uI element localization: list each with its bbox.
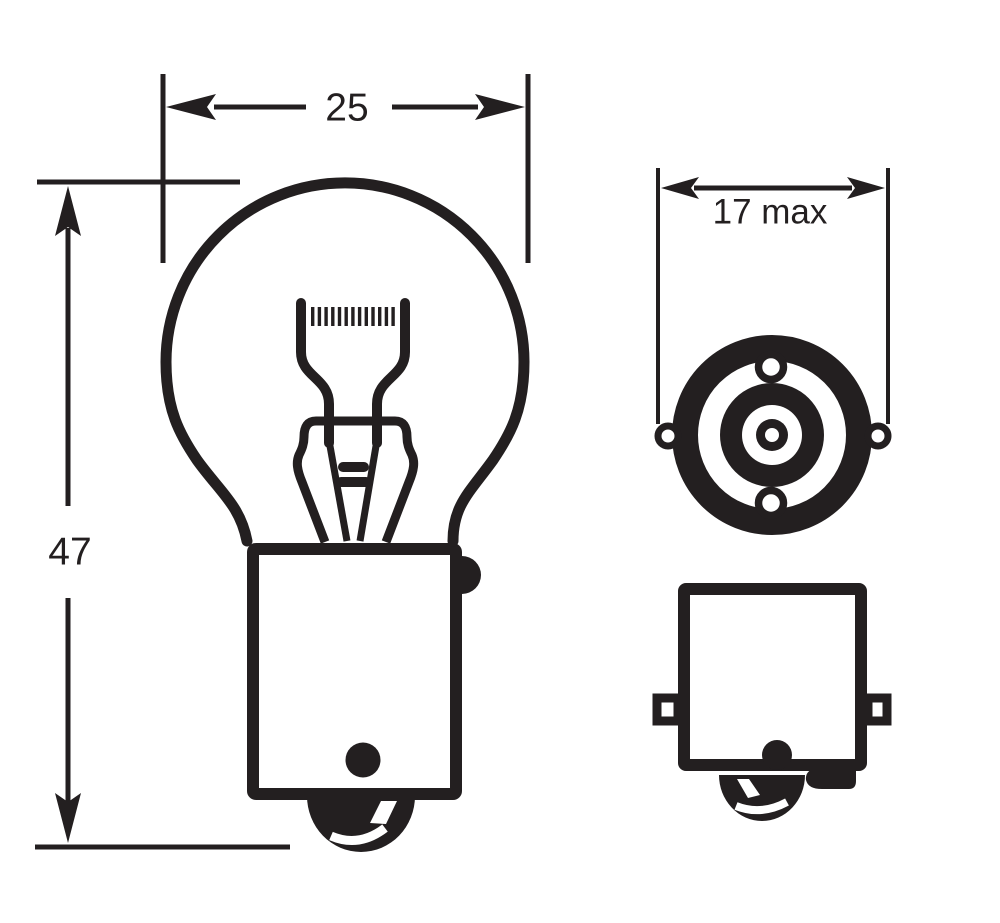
base-side-view bbox=[652, 583, 892, 821]
solder-highlight-band bbox=[329, 824, 388, 845]
contact-center-hole bbox=[765, 428, 779, 442]
arrowhead-right-icon bbox=[475, 94, 525, 120]
lead-wire-left bbox=[296, 298, 334, 448]
dimension-bulb-height: 47 bbox=[35, 179, 290, 850]
cap-flange-ring bbox=[672, 335, 872, 535]
metal-cap-body bbox=[678, 583, 867, 771]
locator-circle-bottom bbox=[754, 486, 788, 520]
base-diameter-label: 17 max bbox=[713, 193, 828, 232]
bulb-side-view bbox=[160, 177, 530, 852]
solder-contact-dome bbox=[719, 775, 805, 821]
glass-pinch-seal bbox=[292, 416, 419, 544]
dimension-bulb-width: 25 bbox=[160, 74, 531, 263]
bayonet-pin-left bbox=[654, 422, 682, 450]
bayonet-pin-bump bbox=[462, 556, 481, 594]
cap-index-dot bbox=[762, 740, 792, 770]
glass-envelope-outline bbox=[160, 177, 530, 547]
arrowhead-left-icon bbox=[661, 177, 699, 199]
dimension-base-diameter: 17 max bbox=[656, 168, 890, 424]
bulb-width-label: 25 bbox=[325, 87, 368, 130]
lead-wire-right bbox=[372, 298, 410, 448]
arrowhead-right-icon bbox=[847, 177, 885, 199]
arrowhead-down-icon bbox=[55, 793, 81, 843]
inner-wire-left bbox=[326, 445, 351, 542]
bulb-height-label: 47 bbox=[48, 531, 91, 574]
solder-highlight-band bbox=[734, 798, 789, 815]
arrowhead-left-icon bbox=[166, 94, 216, 120]
locator-circle-top bbox=[754, 350, 788, 384]
bayonet-pin-right bbox=[864, 422, 892, 450]
bayonet-pin-right bbox=[863, 693, 892, 726]
insulator-bump bbox=[805, 769, 856, 789]
solder-highlight-slash bbox=[737, 779, 760, 798]
solder-highlight-slash bbox=[370, 801, 397, 824]
arrowhead-up-icon bbox=[55, 186, 81, 236]
inner-wire-right bbox=[356, 445, 380, 542]
metal-cap-body bbox=[247, 543, 462, 800]
cap-index-dot bbox=[345, 742, 381, 778]
bayonet-pin-left bbox=[652, 693, 683, 726]
base-bottom-view bbox=[654, 335, 892, 535]
